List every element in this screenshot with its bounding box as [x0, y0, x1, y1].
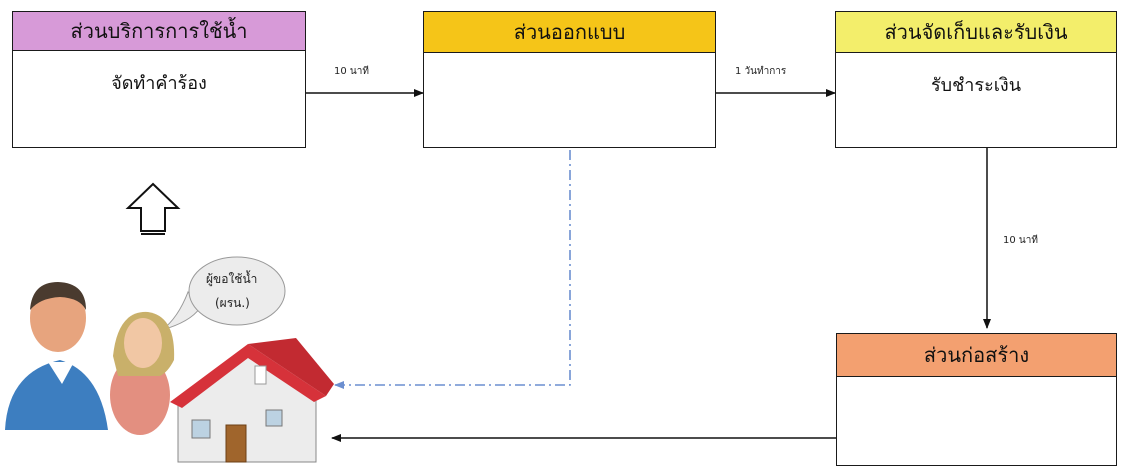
- construction-box-title: ส่วนก่อสร้าง: [837, 334, 1116, 377]
- speech-bubble-subtext: (ผรน.): [215, 296, 250, 310]
- service-box-body: จัดทำคำร้อง: [111, 73, 207, 94]
- edge-label-service-design: 10 นาที: [334, 66, 369, 77]
- service-box-title: ส่วนบริการการใช้น้ำ: [13, 12, 305, 51]
- construction-box: ส่วนก่อสร้าง: [836, 333, 1117, 466]
- service-box: ส่วนบริการการใช้น้ำ จัดทำคำร้อง: [12, 11, 306, 148]
- dashed-arrow-design-to-customer: [334, 150, 571, 389]
- collection-box-body: รับชำระเงิน: [931, 75, 1021, 96]
- design-box-title: ส่วนออกแบบ: [424, 12, 715, 53]
- design-box: ส่วนออกแบบ: [423, 11, 716, 148]
- speech-bubble: [161, 256, 286, 331]
- customer-people-icon: [5, 282, 175, 435]
- edge-label-collection-construction: 10 นาที: [1003, 235, 1038, 246]
- house-icon: [170, 338, 334, 463]
- collection-box-title: ส่วนจัดเก็บและรับเงิน: [836, 12, 1116, 53]
- collection-box: ส่วนจัดเก็บและรับเงิน รับชำระเงิน: [835, 11, 1117, 148]
- up-arrow-icon: [125, 182, 181, 235]
- edge-label-design-collection: 1 วันทำการ: [735, 66, 787, 77]
- speech-bubble-text: ผู้ขอใช้น้ำ: [206, 272, 258, 286]
